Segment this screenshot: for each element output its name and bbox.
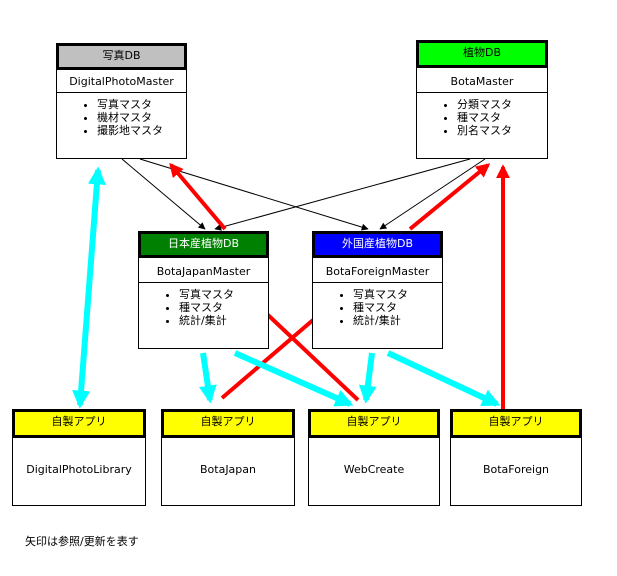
cyan-arrow-foreign-to-botaforeign xyxy=(386,350,501,407)
ref-arrow-plant-to-foreign xyxy=(379,158,486,230)
photo-db-master-name: DigitalPhotoMaster xyxy=(57,72,186,93)
ref-arrow-photo-to-japan xyxy=(121,158,206,230)
plant-db-item: 別名マスタ xyxy=(457,124,512,137)
japan-db-title: 日本産植物DB xyxy=(138,231,269,258)
update-arrow-foreign-to-plant xyxy=(408,163,491,231)
plant-db-master-name: BotaMaster xyxy=(417,72,547,93)
cyan-arrow-japan-to-webcreate xyxy=(233,350,354,407)
app-name: BotaJapan xyxy=(199,463,256,476)
ref-arrow-plant-to-japan xyxy=(214,158,471,231)
app-name: DigitalPhotoLibrary xyxy=(26,463,132,476)
cyan-arrow-foreign-to-webcreate xyxy=(358,352,377,404)
foreign-db-item: 種マスタ xyxy=(353,301,408,314)
foreign-db-master-name: BotaForeignMaster xyxy=(313,262,442,283)
foreign-db-item: 写真マスタ xyxy=(353,288,408,301)
update-arrow-japan-to-webcreate xyxy=(266,313,360,402)
foreign-db-item: 統計/集計 xyxy=(353,314,408,327)
app-name: WebCreate xyxy=(343,463,405,476)
foreign-db-items: 写真マスタ 種マスタ 統計/集計 xyxy=(337,288,408,327)
japan-db-box: BotaJapanMaster 写真マスタ 種マスタ 統計/集計 xyxy=(138,257,269,349)
cyan-arrow-japan-to-botajapan xyxy=(198,352,217,404)
app-box-botajapan: BotaJapan xyxy=(161,437,295,506)
plant-db-title: 植物DB xyxy=(416,40,548,68)
photo-db-title: 写真DB xyxy=(56,43,187,70)
foreign-db-title: 外国産植物DB xyxy=(312,231,443,258)
app-label: 自製アプリ xyxy=(12,409,146,438)
sync-arrow-photo-library xyxy=(72,166,106,409)
app-label: 自製アプリ xyxy=(450,409,582,438)
japan-db-item: 写真マスタ xyxy=(179,288,234,301)
japan-db-item: 統計/集計 xyxy=(179,314,234,327)
japan-db-master-name: BotaJapanMaster xyxy=(139,262,268,283)
legend-caption: 矢印は参照/更新を表す xyxy=(25,535,139,548)
app-box-digitalphotolibrary: DigitalPhotoLibrary xyxy=(12,437,146,506)
plant-db-box: BotaMaster 分類マスタ 種マスタ 別名マスタ xyxy=(416,67,548,159)
app-box-webcreate: WebCreate xyxy=(308,437,440,506)
japan-db-items: 写真マスタ 種マスタ 統計/集計 xyxy=(163,288,234,327)
photo-db-items: 写真マスタ 機材マスタ 撮影地マスタ xyxy=(81,98,163,137)
foreign-db-box: BotaForeignMaster 写真マスタ 種マスタ 統計/集計 xyxy=(312,257,443,349)
photo-db-item: 写真マスタ xyxy=(97,98,163,111)
photo-db-box: DigitalPhotoMaster 写真マスタ 機材マスタ 撮影地マスタ xyxy=(56,67,187,159)
update-arrow-japan-to-photo xyxy=(169,162,227,231)
app-label: 自製アプリ xyxy=(161,409,295,438)
plant-db-item: 種マスタ xyxy=(457,111,512,124)
update-arrow-botajapan-to-foreign xyxy=(220,318,315,400)
app-box-botaforeign: BotaForeign xyxy=(450,437,582,506)
photo-db-item: 機材マスタ xyxy=(97,111,163,124)
plant-db-item: 分類マスタ xyxy=(457,98,512,111)
app-name: BotaForeign xyxy=(482,463,550,476)
photo-db-item: 撮影地マスタ xyxy=(97,124,163,137)
app-label: 自製アプリ xyxy=(308,409,440,438)
plant-db-items: 分類マスタ 種マスタ 別名マスタ xyxy=(441,98,512,137)
japan-db-item: 種マスタ xyxy=(179,301,234,314)
